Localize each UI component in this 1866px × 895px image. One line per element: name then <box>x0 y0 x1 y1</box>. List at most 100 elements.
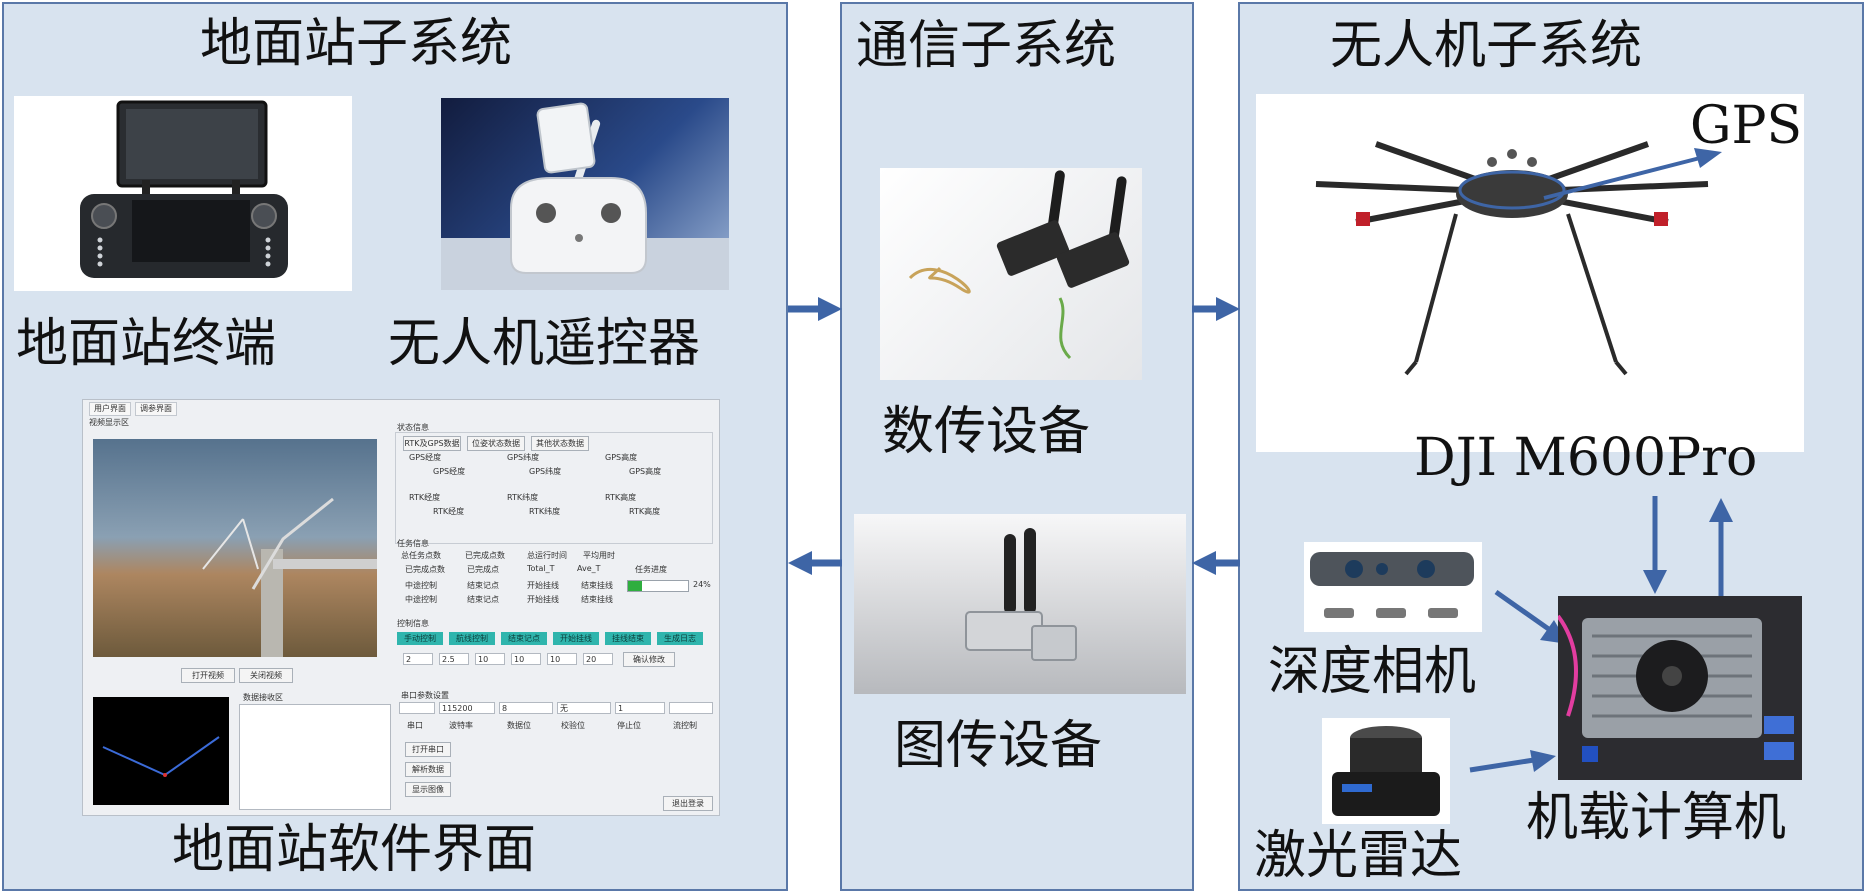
sw-param-2[interactable]: 2.5 <box>439 653 469 665</box>
ground-terminal-photo <box>14 96 352 291</box>
sw-tab-params[interactable]: 调参界面 <box>135 402 177 416</box>
uav-to-comm-arrow <box>1192 551 1240 575</box>
depth-camera-label: 深度相机 <box>1268 642 1477 702</box>
sw-header-stopbits: 停止位 <box>617 721 641 730</box>
sw-task-progress-value: 24% <box>693 580 711 589</box>
data-link-photo <box>880 168 1142 380</box>
sw-task-start-hang-2: 开始挂线 <box>527 595 559 604</box>
video-link-photo <box>854 514 1186 694</box>
sw-hang-end-button[interactable]: 挂线结束 <box>605 632 651 645</box>
sw-stopbits-select[interactable]: 1 <box>615 702 665 714</box>
sw-parse-data-button[interactable]: 解析数据 <box>405 762 451 777</box>
video-link-label: 图传设备 <box>894 716 1103 776</box>
ground-station-panel: 地面站子系统 地面站终端 无人机遥控 <box>2 2 788 891</box>
sw-param-6[interactable]: 20 <box>583 653 613 665</box>
sw-task-done-points: 已完成点数 <box>465 551 505 560</box>
onboard-computer-label: 机载计算机 <box>1526 788 1787 848</box>
sw-start-hang-button[interactable]: 开始挂线 <box>553 632 599 645</box>
sw-video-feed <box>93 439 377 657</box>
sw-task-total-points: 总任务点数 <box>401 551 441 560</box>
remote-controller-photo <box>441 98 729 290</box>
onboard-computer-photo <box>1558 596 1802 780</box>
ground-to-comm-arrow <box>788 297 842 321</box>
lidar-label: 激光雷达 <box>1254 826 1463 886</box>
communication-title: 通信子系统 <box>856 16 1117 76</box>
sw-show-image-button[interactable]: 显示图像 <box>405 782 451 797</box>
sw-task-mid-control: 中途控制 <box>405 581 437 590</box>
sw-manual-control-button[interactable]: 手动控制 <box>397 632 443 645</box>
sw-serial-settings-label: 串口参数设置 <box>401 691 449 700</box>
sw-exit-button[interactable]: 退出登录 <box>663 796 713 811</box>
uav-title: 无人机子系统 <box>1330 16 1643 76</box>
sw-task-mid-control-2: 中途控制 <box>405 595 437 604</box>
gps-arrow <box>1543 148 1722 200</box>
computer-to-drone-arrow <box>1709 498 1733 596</box>
remote-controller-label: 无人机遥控器 <box>388 314 701 374</box>
lidar-arrow <box>1469 750 1556 773</box>
sw-databits-select[interactable]: 8 <box>499 702 553 714</box>
sw-gps-lon: GPS经度 <box>409 453 442 462</box>
sw-task-start-hang: 开始挂线 <box>527 581 559 590</box>
sw-task-end-record-2: 结束记点 <box>467 595 499 604</box>
comm-to-ground-arrow <box>788 551 842 575</box>
sw-task-end-record: 结束记点 <box>467 581 499 590</box>
sw-gps-lat: GPS纬度 <box>507 453 540 462</box>
sw-gps-lon-val: GPS经度 <box>433 467 466 476</box>
sw-parity-select[interactable]: 无 <box>557 702 611 714</box>
sw-rtk-alt-val: RTK高度 <box>629 507 661 516</box>
sw-header-flow: 流控制 <box>673 721 697 730</box>
sw-status-info-label: 状态信息 <box>397 423 429 432</box>
sw-confirm-button[interactable]: 确认修改 <box>623 652 675 667</box>
sw-task-done-points-2: 已完成点数 <box>405 565 445 574</box>
sw-flow-select[interactable] <box>669 702 713 714</box>
sw-status-group <box>395 432 713 544</box>
sw-gps-alt: GPS高度 <box>605 453 638 462</box>
sw-video-area-label: 视频显示区 <box>89 418 129 427</box>
sw-generate-log-button[interactable]: 生成日志 <box>657 632 703 645</box>
sw-rtk-lon-val: RTK经度 <box>433 507 465 516</box>
sw-task-done-point: 已完成点 <box>467 565 499 574</box>
sw-control-info-label: 控制信息 <box>397 619 429 628</box>
sw-gps-lat-val: GPS纬度 <box>529 467 562 476</box>
sw-gps-alt-val: GPS高度 <box>629 467 662 476</box>
ground-software-label: 地面站软件界面 <box>172 820 537 880</box>
sw-serial-port-select[interactable] <box>399 702 435 714</box>
sw-open-port-button[interactable]: 打开串口 <box>405 742 451 757</box>
sw-task-avg-time: 平均用时 <box>583 551 615 560</box>
sw-end-record-button[interactable]: 结束记点 <box>501 632 547 645</box>
sw-param-4[interactable]: 10 <box>511 653 541 665</box>
comm-to-uav-arrow <box>1192 297 1240 321</box>
sw-close-video-button[interactable]: 关闭视频 <box>239 668 293 683</box>
sw-rtk-lat: RTK纬度 <box>507 493 539 502</box>
sw-baud-select[interactable]: 115200 <box>439 702 495 714</box>
sw-task-progress-fill <box>628 581 643 591</box>
sw-status-tab-other[interactable]: 其他状态数据 <box>531 436 589 451</box>
lidar-photo <box>1322 718 1450 824</box>
sw-param-1[interactable]: 2 <box>403 653 433 665</box>
sw-status-tab-rtk[interactable]: RTK及GPS数据 <box>403 436 461 451</box>
sw-rtk-alt: RTK高度 <box>605 493 637 502</box>
gps-label: GPS <box>1690 96 1803 156</box>
sw-header-port: 串口 <box>407 721 423 730</box>
drone-to-computer-arrow <box>1643 496 1667 594</box>
ground-software-screenshot: 用户界面 调参界面 视频显示区 打开视频 关闭视频 状态信息 RTK及GPS数据… <box>82 399 720 816</box>
sw-rtk-lat-val: RTK纬度 <box>529 507 561 516</box>
sw-status-tab-pose[interactable]: 位姿状态数据 <box>467 436 525 451</box>
sw-task-info-label: 任务信息 <box>397 539 429 548</box>
communication-panel: 通信子系统 数传设备 图传设备 <box>840 2 1194 891</box>
sw-route-control-button[interactable]: 航线控制 <box>449 632 495 645</box>
sw-header-databits: 数据位 <box>507 721 531 730</box>
sw-param-3[interactable]: 10 <box>475 653 505 665</box>
sw-header-baud: 波特率 <box>449 721 473 730</box>
sw-open-video-button[interactable]: 打开视频 <box>181 668 235 683</box>
sw-task-total-t: Total_T <box>527 564 555 573</box>
sw-data-recv-area[interactable] <box>239 704 391 810</box>
sw-task-end-hang: 结束挂线 <box>581 581 613 590</box>
sw-param-5[interactable]: 10 <box>547 653 577 665</box>
depth-camera-photo <box>1304 542 1482 632</box>
sw-line-plot <box>93 697 229 805</box>
sw-tab-user[interactable]: 用户界面 <box>89 402 131 416</box>
sw-task-progress-label: 任务进度 <box>635 565 667 574</box>
uav-panel: 无人机子系统 GPS <box>1238 2 1864 891</box>
sw-task-end-hang-2: 结束挂线 <box>581 595 613 604</box>
